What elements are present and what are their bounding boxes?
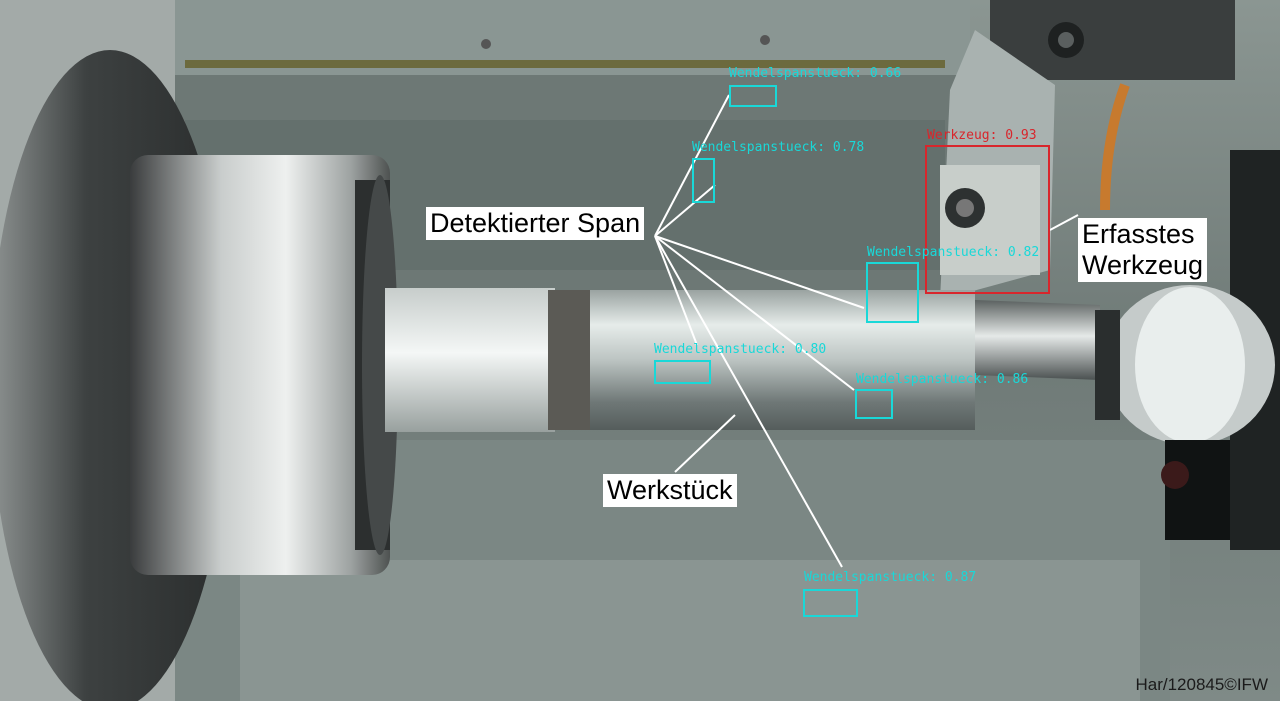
callout-captured-tool-line2: Werkzeug (1082, 250, 1204, 280)
detection-box-chip-3 (866, 262, 919, 323)
callout-captured-tool-line1: Erfasstes (1082, 219, 1195, 249)
detection-label-tool: Werkzeug: 0.93 (927, 128, 1037, 143)
detection-box-chip-1 (729, 85, 777, 107)
detection-label-chip-4: Wendelspanstueck: 0.80 (654, 342, 827, 357)
callout-detected-chip: Detektierter Span (426, 207, 645, 240)
callout-workpiece: Werkstück (603, 474, 737, 507)
detection-label-chip-3: Wendelspanstueck: 0.82 (867, 245, 1040, 260)
detection-label-chip-1: Wendelspanstueck: 0.66 (729, 66, 902, 81)
detection-label-chip-6: Wendelspanstueck: 0.87 (804, 570, 977, 585)
detection-box-chip-5 (855, 389, 893, 419)
detection-box-chip-6 (803, 589, 858, 617)
detection-box-chip-4 (654, 360, 711, 384)
detection-box-chip-2 (692, 158, 715, 203)
callout-captured-tool: Erfasstes Werkzeug (1078, 218, 1208, 282)
detection-box-tool (925, 145, 1050, 294)
image-credit: Har/120845©IFW (1135, 675, 1268, 694)
detection-label-chip-5: Wendelspanstueck: 0.86 (856, 372, 1029, 387)
detection-label-chip-2: Wendelspanstueck: 0.78 (692, 140, 865, 155)
